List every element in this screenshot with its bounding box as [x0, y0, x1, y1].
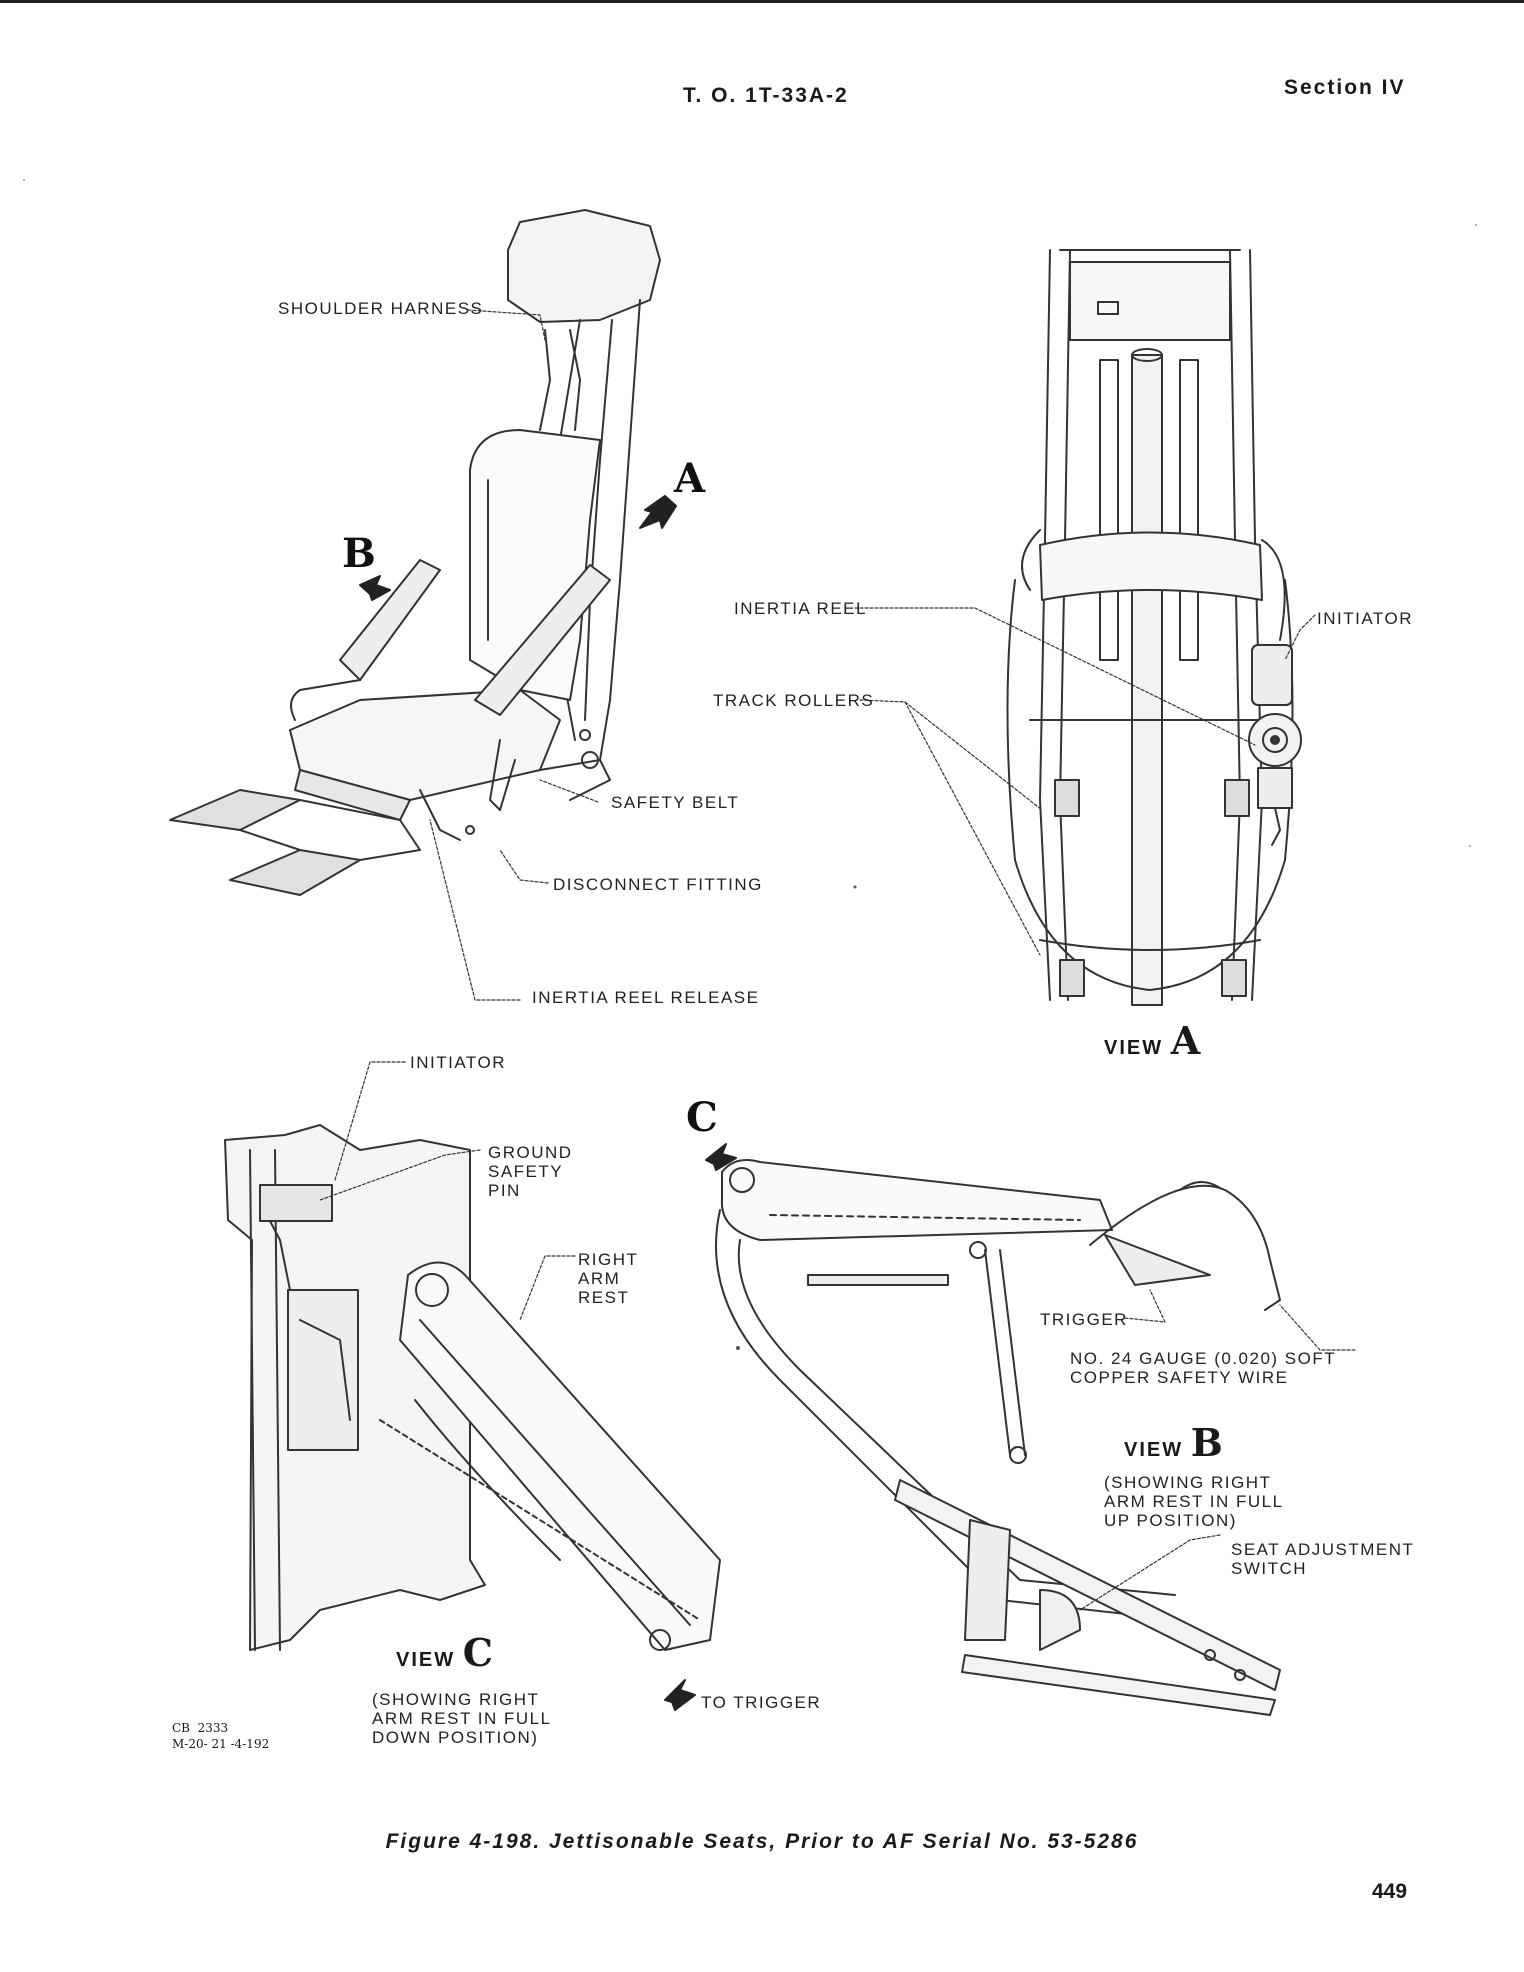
view-b-title-letter: B	[1190, 1420, 1223, 1465]
right-arm-rest-label: RIGHT ARM REST	[578, 1250, 639, 1307]
view-a-drawing	[1006, 249, 1302, 1006]
view-c-note: (SHOWING RIGHT ARM REST IN FULL DOWN POS…	[372, 1690, 552, 1747]
figure-caption: Figure 4-198. Jettisonable Seats, Prior …	[385, 1830, 1139, 1853]
trigger-label: TRIGGER	[1040, 1310, 1128, 1329]
callout-b: B	[342, 530, 376, 577]
view-a-initiator-label: INITIATOR	[1317, 609, 1413, 628]
safety-belt-label: SAFETY BELT	[611, 793, 740, 812]
view-c-initiator-label: INITIATOR	[410, 1053, 506, 1072]
view-a-title-word: VIEW	[1104, 1037, 1164, 1059]
view-c-title-letter: C	[462, 1630, 493, 1675]
view-c-title: VIEW C	[396, 1630, 493, 1675]
seat-adjustment-switch-label: SEAT ADJUSTMENT SWITCH	[1231, 1540, 1415, 1578]
to-trigger-arrow	[664, 1679, 696, 1711]
view-b-arrow	[359, 575, 391, 601]
track-rollers-label: TRACK ROLLERS	[713, 691, 875, 710]
inertia-reel-label: INERTIA REEL	[734, 599, 867, 618]
inertia-reel-release-label: INERTIA REEL RELEASE	[532, 988, 760, 1007]
doc-number: T. O. 1T-33A-2	[683, 84, 849, 107]
top-rule	[0, 0, 1524, 3]
safety-wire-label: NO. 24 GAUGE (0.020) SOFT COPPER SAFETY …	[1070, 1349, 1337, 1387]
view-b-title: VIEW B	[1124, 1420, 1223, 1465]
view-c-arrow	[705, 1143, 737, 1171]
page-number: 449	[1372, 1880, 1408, 1903]
view-b-drawing	[715, 1159, 1281, 1716]
callout-c: C	[686, 1094, 718, 1141]
callout-a: A	[674, 455, 706, 502]
section-label: Section IV	[1284, 76, 1406, 99]
view-c-drawing	[224, 1124, 721, 1651]
drawing-codes: CB 2333 M-20- 21 -4-192	[172, 1721, 270, 1751]
ground-safety-pin-label: GROUND SAFETY PIN	[488, 1143, 573, 1200]
view-c-title-word: VIEW	[396, 1649, 456, 1671]
disconnect-fitting-label: DISCONNECT FITTING	[553, 875, 763, 894]
view-b-note: (SHOWING RIGHT ARM REST IN FULL UP POSIT…	[1104, 1473, 1284, 1530]
ejection-seat-drawing	[169, 209, 661, 896]
view-a-title: VIEW A	[1104, 1018, 1200, 1063]
view-b-title-word: VIEW	[1124, 1439, 1184, 1461]
to-trigger-label: TO TRIGGER	[701, 1693, 822, 1712]
view-a-arrow	[639, 495, 677, 529]
view-a-title-letter: A	[1170, 1018, 1201, 1063]
shoulder-harness-label: SHOULDER HARNESS	[278, 299, 484, 318]
